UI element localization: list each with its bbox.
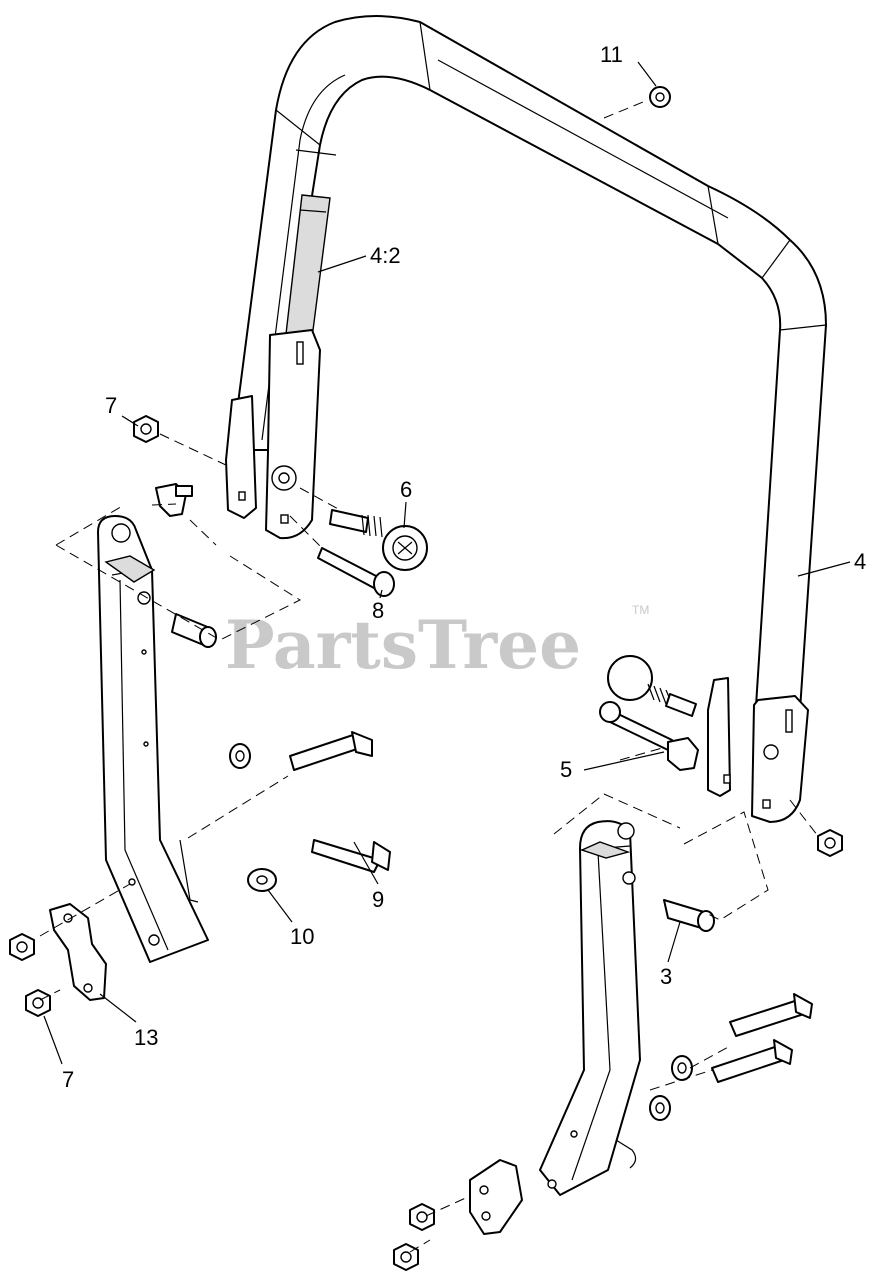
leader-lines	[43, 61, 851, 1065]
callout-6: 6	[400, 477, 412, 502]
callout-8: 8	[372, 598, 384, 623]
watermark-brand: PartsTree	[225, 606, 581, 684]
right-lower-leg	[539, 820, 641, 1196]
callout-5: 5	[560, 757, 572, 782]
callout-7-top: 7	[105, 393, 117, 418]
hardware	[9, 86, 843, 1271]
watermark: PartsTree TM	[225, 603, 649, 684]
callout-11: 11	[600, 42, 623, 67]
callout-7-bottom: 7	[62, 1067, 74, 1092]
watermark-trademark: TM	[632, 603, 649, 617]
callout-4: 4	[854, 549, 866, 574]
callout-4-2: 4:2	[370, 243, 401, 268]
callout-9: 9	[372, 887, 384, 912]
callout-13: 13	[134, 1025, 158, 1050]
callout-10: 10	[290, 924, 314, 949]
left-lower-leg	[97, 515, 209, 963]
callout-3: 3	[660, 964, 672, 989]
roll-bar-hoop	[225, 15, 827, 823]
assembly-guides	[39, 99, 819, 1253]
callout-labels: 11 4:2 7 6 4 8 5 9 10 3 13 7	[62, 42, 866, 1092]
